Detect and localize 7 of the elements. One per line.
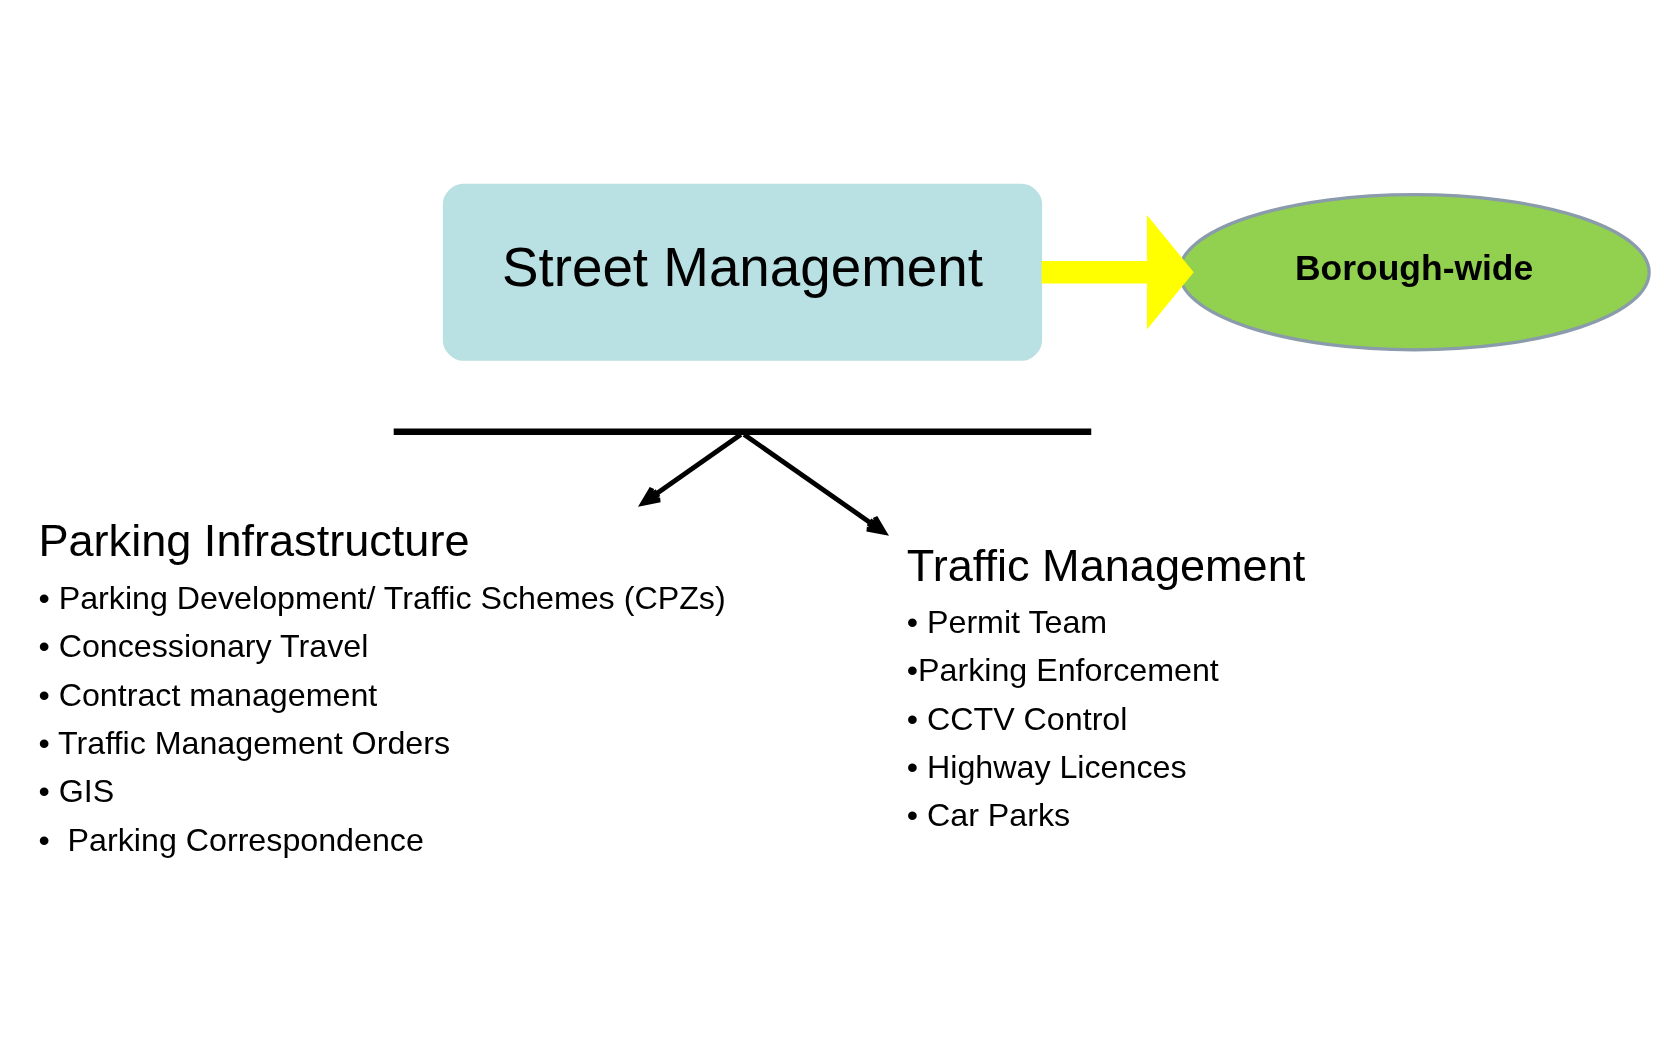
arrow [640,432,743,506]
arrow [742,432,887,535]
node-box: Street Management [442,183,1043,361]
node-text: Traffic Management • Permit Team •Parking Enforcement • CCTV Control • Highway Licences • Car Parks [906,539,1306,834]
node-bar [393,428,1092,435]
node-text: Parking Infrastructure • Parking Development/ Traffic Schemes (CPZs) • Concessionary Travel • Contract management • Traffic Management Orders • GIS • Parking Correspondence [38,515,726,858]
arrow [1041,214,1194,330]
